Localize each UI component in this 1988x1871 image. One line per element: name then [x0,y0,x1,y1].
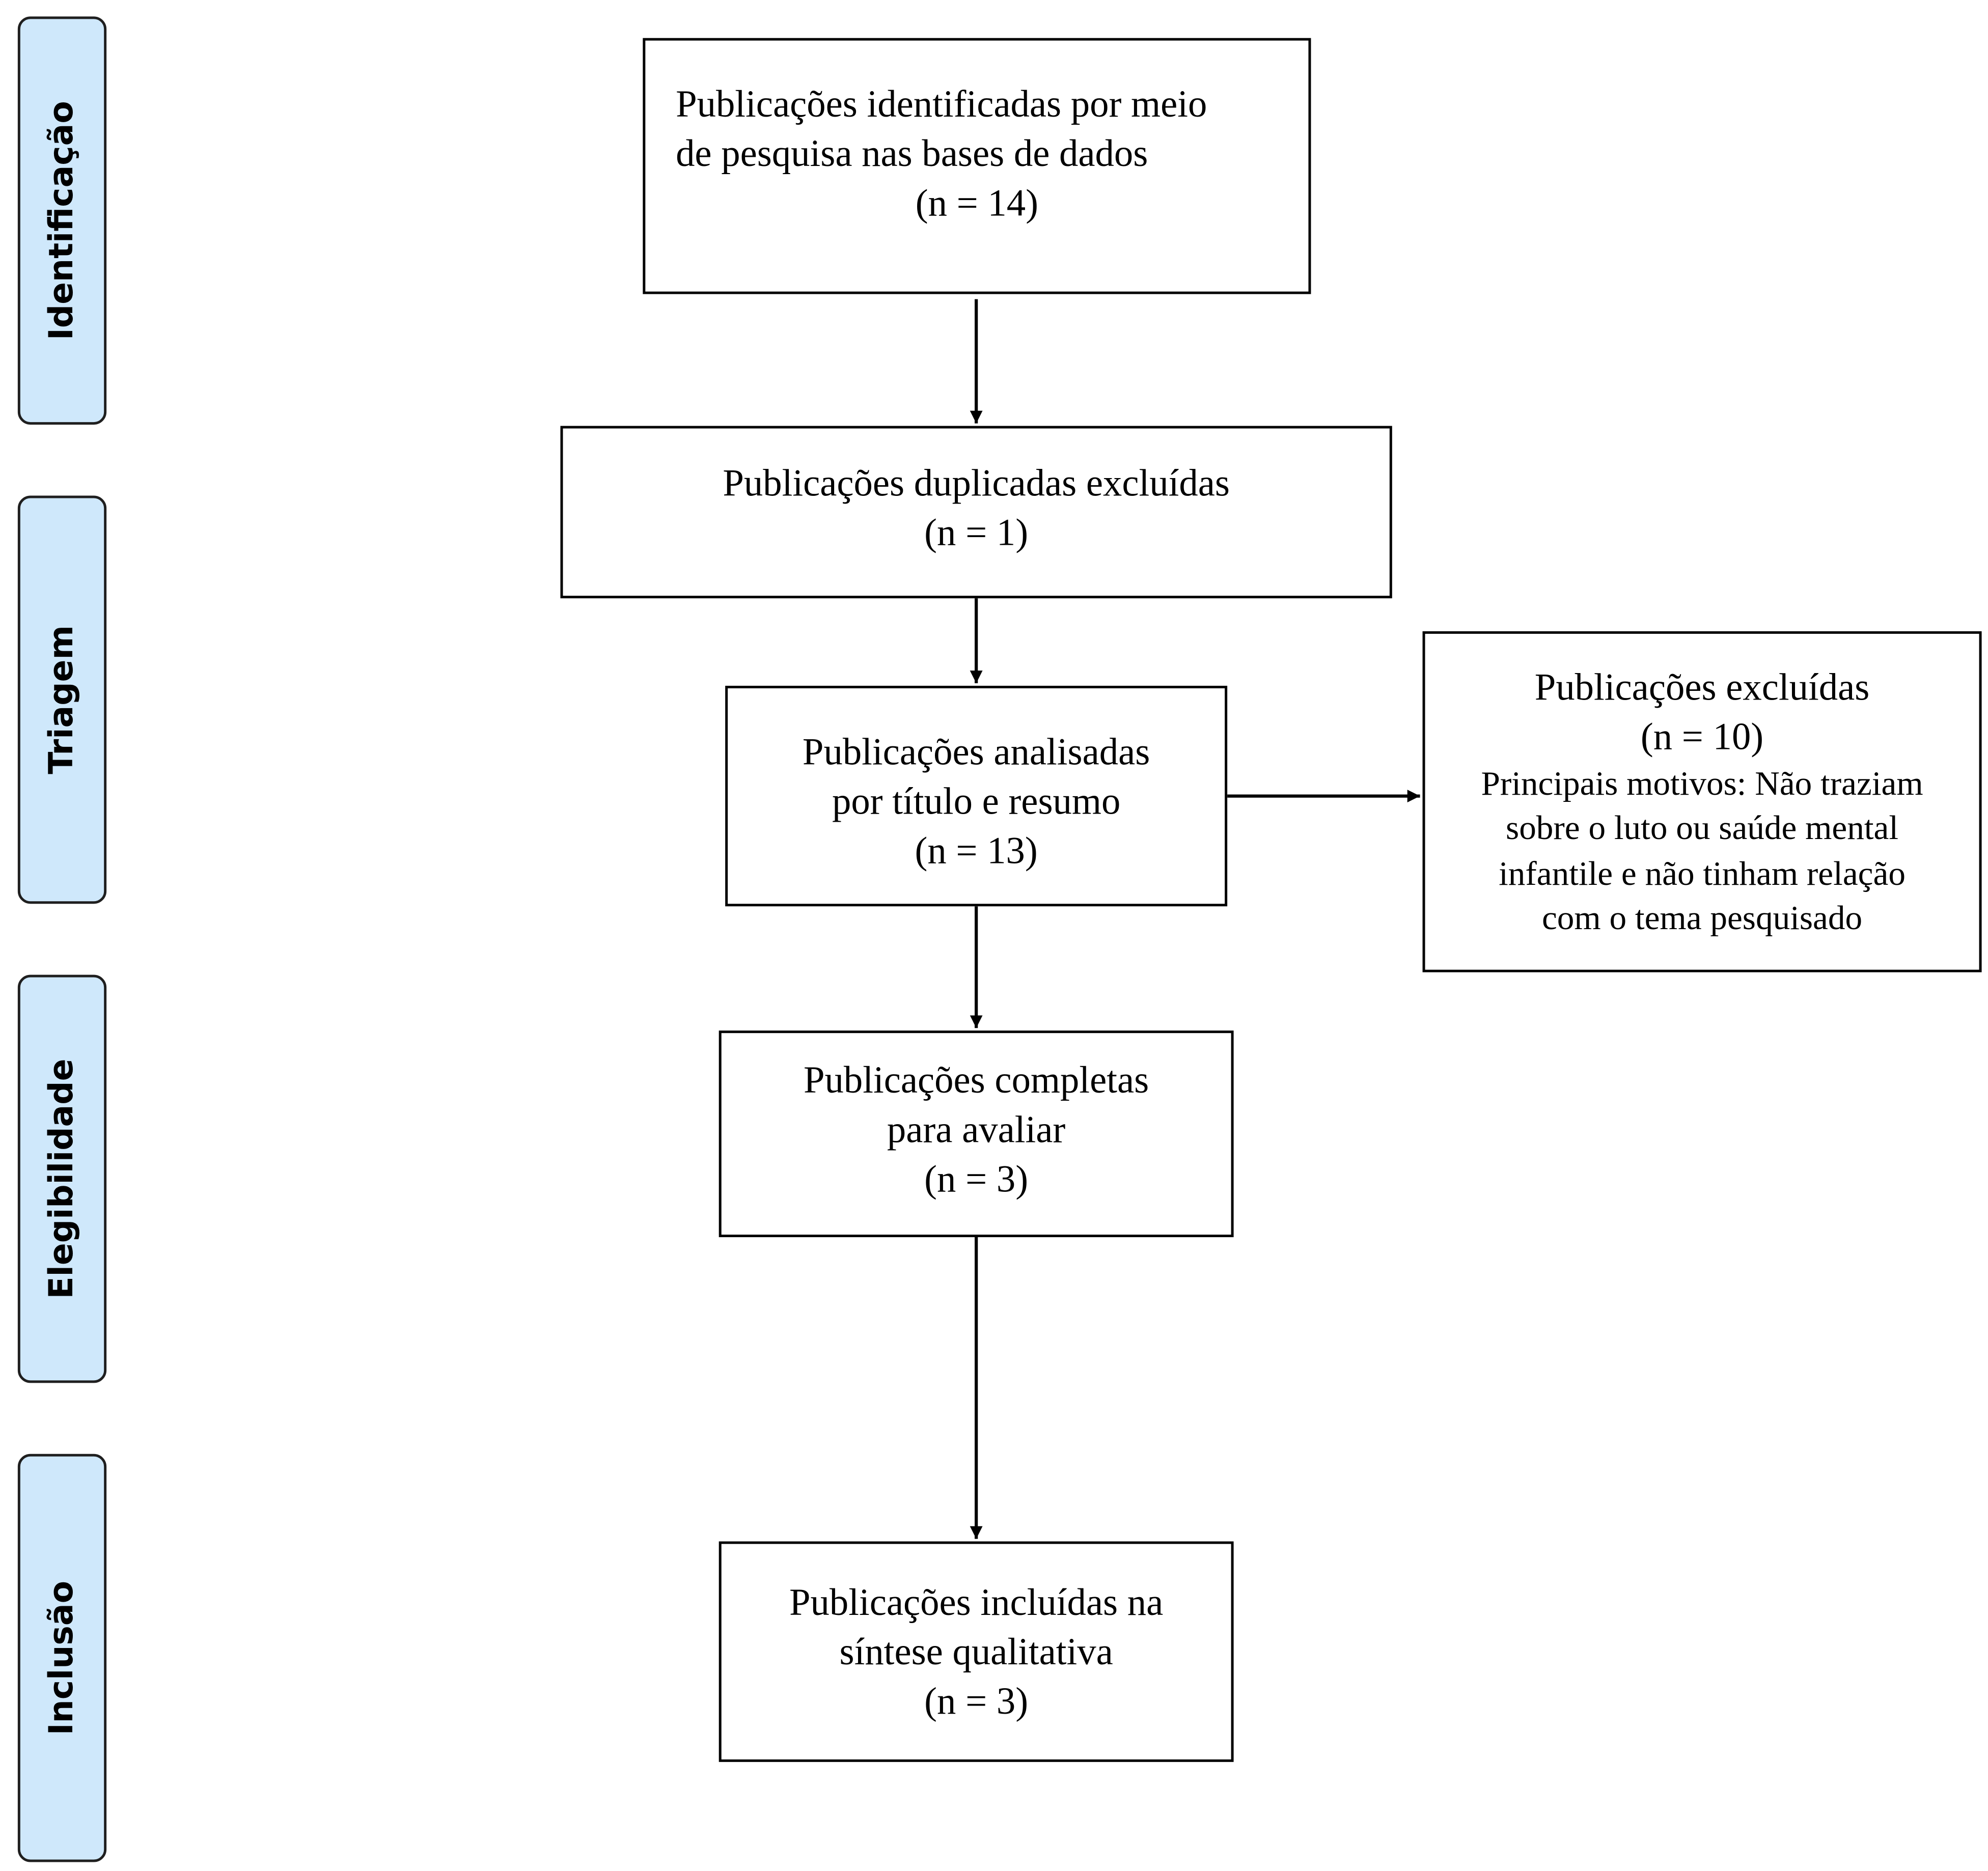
duplicates-removed-count: (n = 1) [924,512,1029,554]
phase-eligibility: Elegibilidade [17,974,107,1383]
studies-included-line2: síntese qualitativa [839,1631,1113,1673]
studies-included-line1: Publicações incluídas na [789,1581,1164,1624]
records-identified-line2: de pesquisa nas bases de dados [676,132,1148,175]
studies-included-count: (n = 3) [924,1680,1029,1722]
box-duplicates-removed: Publicações duplicadas excluídas (n = 1) [560,426,1392,599]
records-excluded-reason-line2: sobre o luto ou saúde mental [1506,808,1899,847]
full-text-count: (n = 3) [924,1158,1029,1200]
records-excluded-line1: Publicações excluídas [1534,666,1870,708]
box-full-text-assessed: Publicações completas para avaliar (n = … [719,1030,1234,1238]
box-records-screened: Publicações analisadas por título e resu… [725,685,1228,907]
records-excluded-reason-line1: Principais motivos: Não traziam [1481,764,1923,802]
box-records-identified: Publicações identificadas por meio de pe… [643,38,1311,294]
records-identified-line1: Publicações identificadas por meio [676,83,1207,125]
full-text-line2: para avaliar [887,1109,1066,1151]
phase-identification: Identificação [17,16,107,425]
records-excluded-reason-line3: infantile e não tinham relação [1499,853,1906,892]
records-identified-count: (n = 14) [915,182,1039,224]
box-records-excluded: Publicações excluídas (n = 10) Principai… [1422,631,1982,972]
full-text-line1: Publicações completas [803,1059,1149,1102]
records-excluded-reason-line4: com o tema pesquisado [1541,899,1863,937]
records-excluded-count: (n = 10) [1640,715,1764,758]
phase-screening: Triagem [17,495,107,904]
records-screened-line2: por título e resumo [832,780,1121,822]
duplicates-removed-line1: Publicações duplicadas excluídas [723,462,1230,505]
box-studies-included: Publicações incluídas na síntese qualita… [719,1541,1234,1762]
phase-inclusion: Inclusão [17,1454,107,1862]
records-screened-line1: Publicações analisadas [802,731,1150,773]
records-screened-count: (n = 13) [915,829,1038,872]
